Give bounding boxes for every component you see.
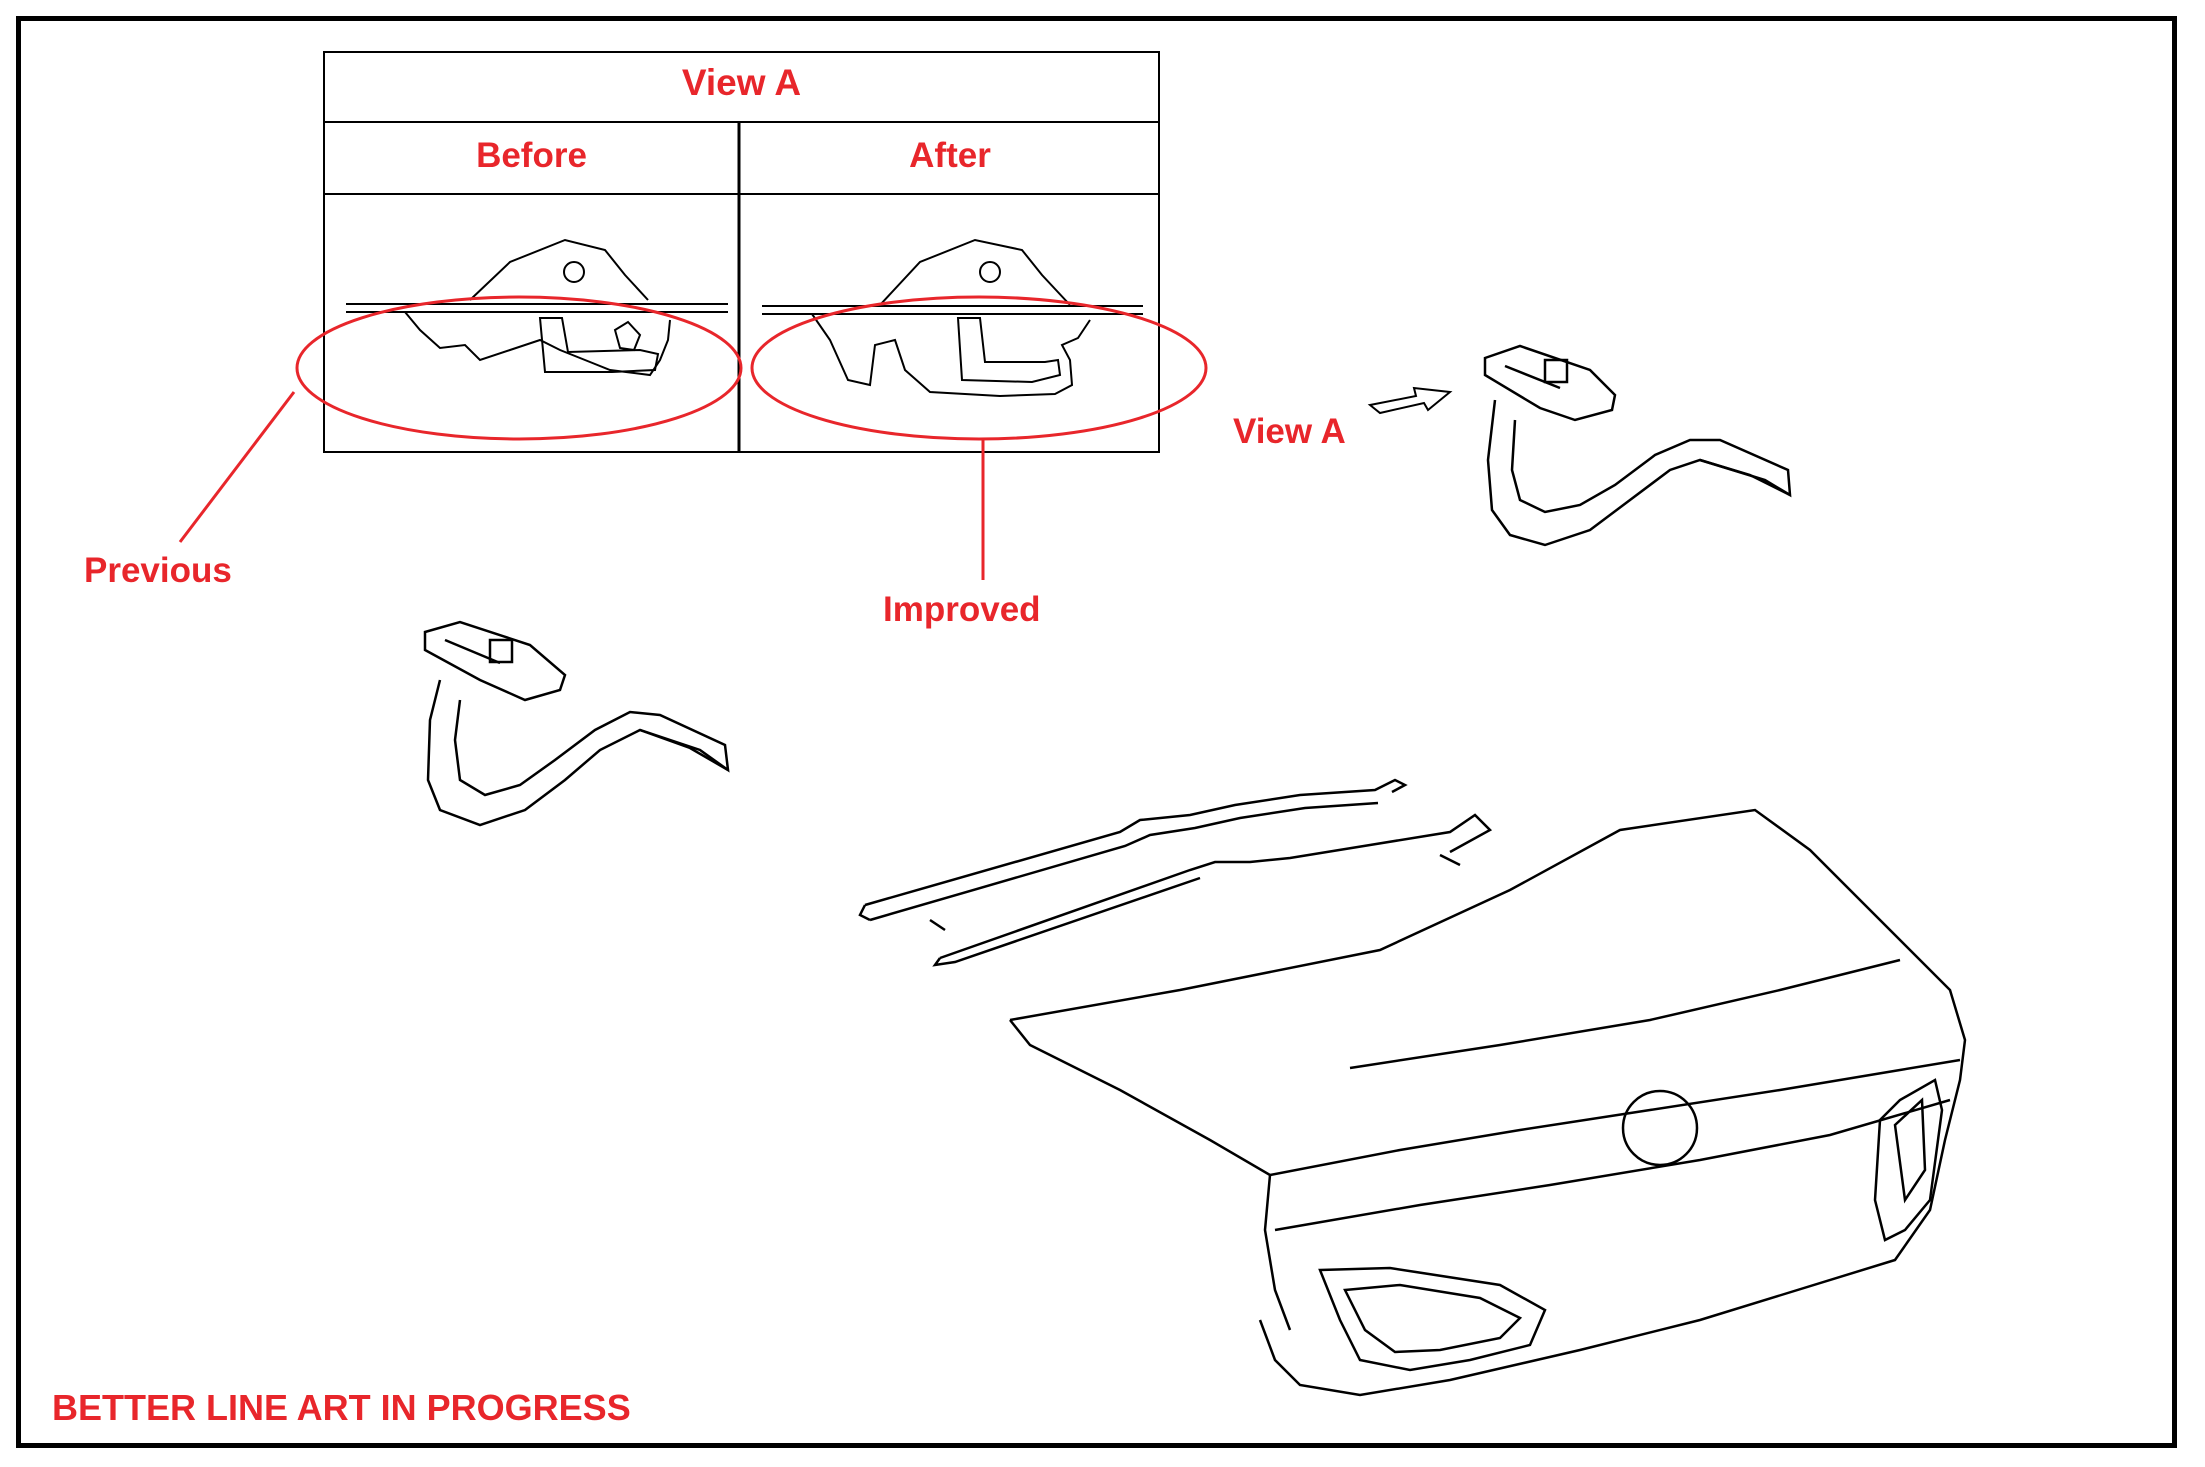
before-highlight-ellipse <box>295 295 743 441</box>
right-hinge-drawing <box>1483 344 1792 547</box>
view-a-arrow <box>1367 386 1453 415</box>
inset-title: View A <box>681 62 802 103</box>
view-a-inset-table <box>323 51 1160 453</box>
callout-improved: Improved <box>883 590 1041 629</box>
footer-note: BETTER LINE ART IN PROGRESS <box>52 1387 631 1428</box>
cable-rod-drawing <box>858 778 1493 967</box>
previous-leader-line <box>178 391 296 543</box>
left-hinge-drawing <box>423 620 730 827</box>
latch-before-drawing <box>346 238 728 377</box>
after-highlight-ellipse <box>750 295 1208 441</box>
column-label-before: Before <box>476 136 587 175</box>
callout-previous: Previous <box>84 551 232 590</box>
latch-after-drawing <box>762 238 1143 398</box>
diagram-frame <box>16 16 2177 1448</box>
callout-view-a: View A <box>1233 412 1346 451</box>
trunk-lid-drawing <box>1009 808 1967 1397</box>
column-label-after: After <box>909 136 991 175</box>
